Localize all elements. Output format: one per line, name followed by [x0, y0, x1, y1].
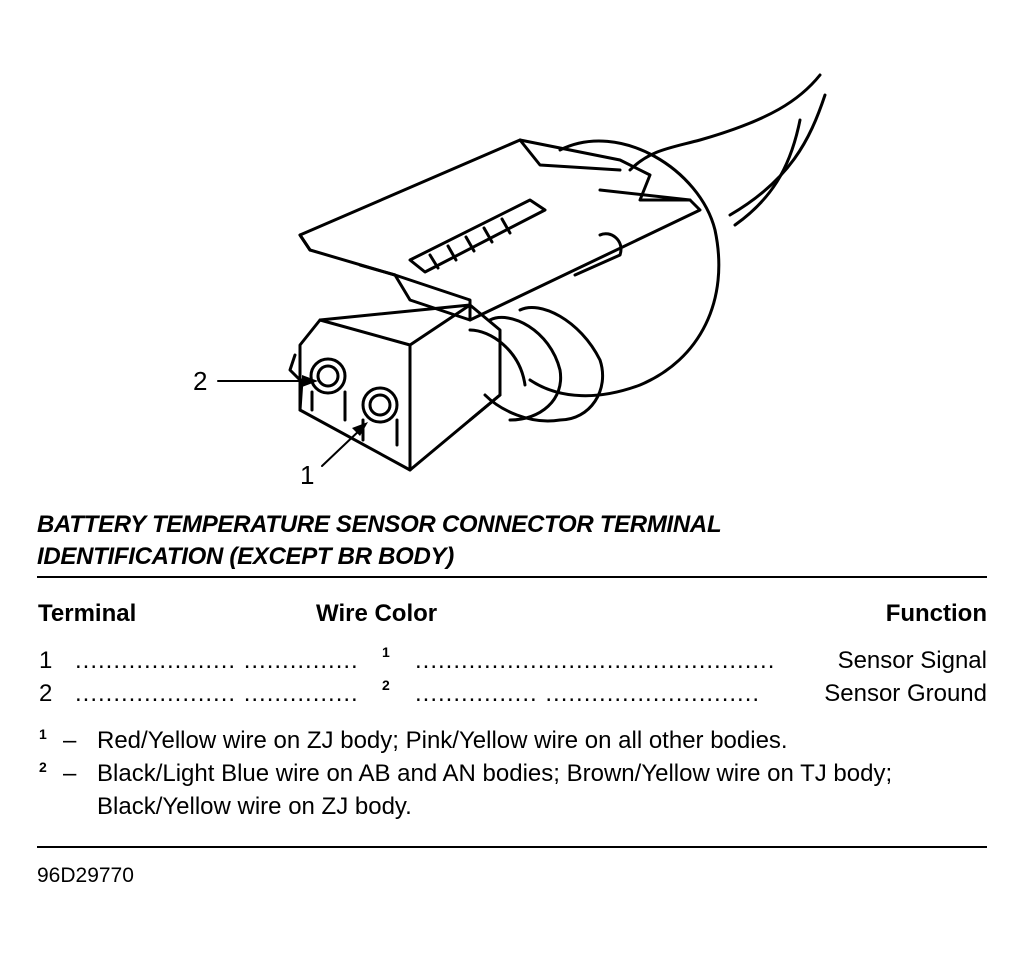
header-wire-color: Wire Color	[316, 600, 438, 627]
header-terminal: Terminal	[38, 600, 137, 627]
locking-tab	[298, 138, 702, 322]
title-rule	[37, 576, 987, 578]
title-line-1: BATTERY TEMPERATURE SENSOR CONNECTOR TER…	[37, 511, 722, 538]
footnote: 2 – Black/Light Blue wire on AB and AN b…	[37, 757, 997, 825]
callout-1-label: 1	[300, 460, 315, 490]
terminal-number: 1	[39, 647, 53, 674]
header-function: Function	[885, 600, 987, 627]
table-row: 2 ..................... ............... …	[37, 677, 987, 710]
figure-title: BATTERY TEMPERATURE SENSOR CONNECTOR TER…	[37, 509, 997, 573]
leader-dots: ................ .......................…	[415, 680, 761, 707]
callout-1-leader	[321, 427, 363, 467]
callout-2-label: 2	[193, 366, 208, 396]
callout-2-arrowhead	[302, 375, 318, 387]
wire-harness	[628, 73, 827, 227]
footnote-dash: –	[63, 760, 77, 787]
terminal-cavities	[309, 357, 399, 447]
function-value: Sensor Ground	[818, 678, 987, 710]
leader-dots: ..................... ...............	[75, 680, 359, 707]
title-line-2: IDENTIFICATION (EXCEPT BR BODY)	[37, 543, 454, 570]
callout-1-arrowhead	[352, 422, 368, 436]
wire-color-ref: 1	[382, 644, 390, 660]
figure-id: 96D29770	[37, 864, 134, 887]
footnote-mark: 1	[39, 726, 47, 742]
function-value: Sensor Signal	[831, 645, 987, 677]
leader-dots: ..................... ...............	[75, 647, 359, 674]
wire-color-ref: 2	[382, 677, 390, 693]
footnote-text: Red/Yellow wire on ZJ body; Pink/Yellow …	[97, 727, 788, 754]
connector-boot	[468, 139, 721, 423]
leader-dots: ........................................…	[415, 647, 776, 674]
table-row: 1 ..................... ............... …	[37, 644, 987, 677]
connector-illustration	[217, 73, 827, 472]
footnote-mark: 2	[39, 759, 47, 775]
footnote: 1 – Red/Yellow wire on ZJ body; Pink/Yel…	[37, 724, 997, 758]
terminal-number: 2	[39, 680, 53, 707]
footnote-dash: –	[63, 727, 77, 754]
connector-housing	[288, 303, 502, 472]
footnote-text: Black/Light Blue wire on AB and AN bodie…	[97, 760, 893, 820]
bottom-rule	[37, 846, 987, 848]
